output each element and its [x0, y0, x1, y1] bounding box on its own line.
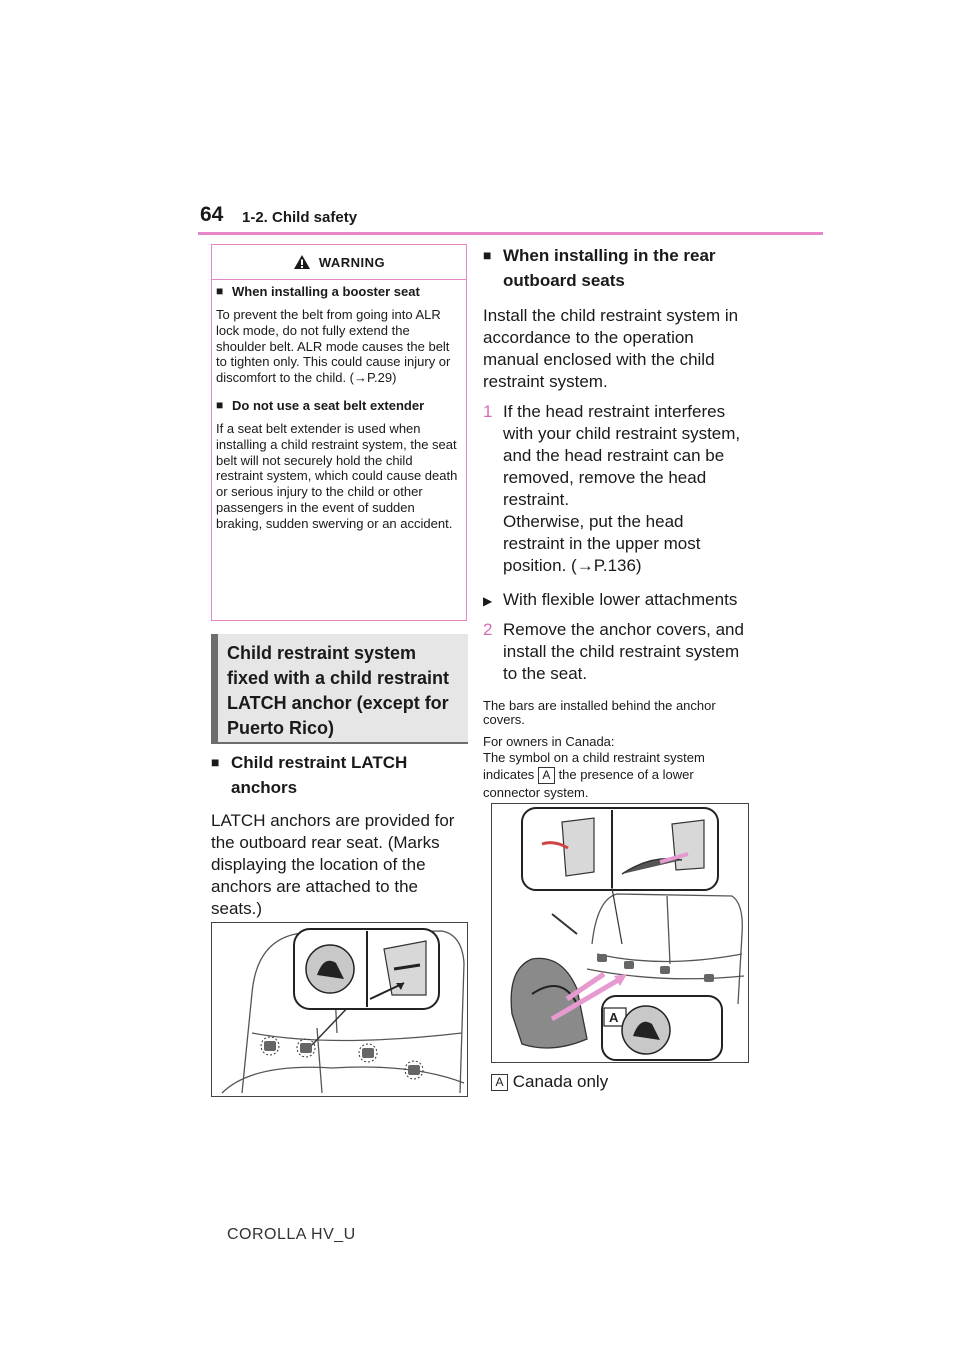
section-heading: Child restraint system fixed with a chil…	[227, 643, 450, 738]
svg-text:A: A	[609, 1010, 619, 1025]
latch-anchor-location-figure	[211, 922, 468, 1097]
step-1-text: If the head restraint interferes with yo…	[503, 402, 741, 509]
child-seat-installation-figure: A	[491, 803, 749, 1063]
figure-caption: A Canada only	[491, 1071, 608, 1093]
step-1-alternative: Otherwise, put the head restraint in the…	[503, 512, 701, 575]
caption-label-a: A	[491, 1074, 508, 1092]
step-number: 1	[483, 402, 493, 421]
subheading-latch-anchors: Child restraint LATCH anchors	[211, 750, 469, 800]
warning-item-text: If a seat belt extender is used when ins…	[216, 420, 458, 531]
page-number: 64	[200, 203, 224, 226]
variant-flexible-attachments: With flexible lower attachments	[483, 589, 745, 612]
left-column: Child restraint LATCH anchors LATCH anch…	[211, 750, 469, 920]
child-seat-installation-illustration: A	[510, 807, 745, 1061]
note-canada: For owners in Canada: The symbol on a ch…	[483, 735, 745, 801]
step-number: 2	[483, 620, 493, 639]
warning-label: WARNING	[318, 254, 386, 270]
latch-anchors-description: LATCH anchors are provided for the outbo…	[211, 811, 455, 918]
warning-item-title: When installing a booster seat	[216, 284, 462, 299]
warning-box: WARNING When installing a booster seat T…	[211, 244, 467, 621]
note-canada-heading: For owners in Canada:	[483, 734, 615, 749]
install-instructions: Install the child restraint system in ac…	[483, 306, 739, 391]
section-title: 1-2. Child safety	[242, 209, 358, 226]
label-a-box: A	[537, 767, 555, 785]
warning-icon	[293, 255, 310, 269]
note-anchor-bars: The bars are installed behind the anchor…	[483, 698, 716, 727]
rear-seat-illustration	[221, 928, 465, 1094]
subheading-rear-outboard: When installing in the rear outboard sea…	[483, 243, 745, 293]
note-canada-text-cont: the presence of a lower connector system…	[483, 767, 694, 801]
step-2: 2 Remove the anchor covers, and install …	[483, 619, 745, 685]
section-heading-box: Child restraint system fixed with a chil…	[211, 634, 468, 744]
note-canada-text: The symbol on a child restraint system i…	[483, 750, 705, 782]
caption-text: Canada only	[512, 1072, 609, 1091]
step-1: 1 If the head restraint interferes with …	[483, 401, 745, 577]
step-2-text: Remove the anchor covers, and install th…	[503, 620, 744, 683]
right-column: When installing in the rear outboard sea…	[483, 243, 745, 801]
warning-item-title: Do not use a seat belt extender	[216, 398, 462, 413]
header-divider	[198, 232, 823, 235]
warning-item-text: To prevent the belt from going into ALR …	[216, 307, 451, 386]
footer-model: COROLLA HV_U	[227, 1226, 356, 1243]
warning-header: WARNING	[212, 245, 466, 280]
